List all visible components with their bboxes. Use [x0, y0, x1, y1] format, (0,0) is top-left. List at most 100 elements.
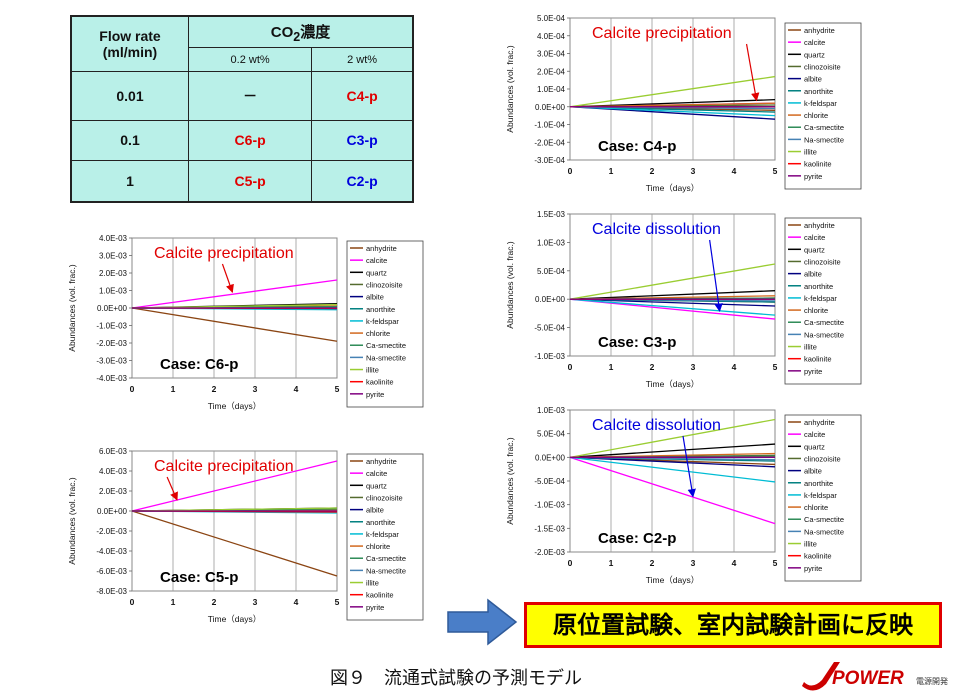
y-tick-label: 2.0E-03 — [99, 269, 128, 278]
y-tick-label: -2.0E-03 — [96, 527, 127, 536]
y-tick-label: -5.0E-04 — [534, 477, 565, 486]
y-axis-title: Abundances (vol. frac.) — [505, 45, 515, 133]
y-tick-label: -5.0E-04 — [534, 324, 565, 333]
legend-label: anorthite — [804, 87, 833, 96]
x-tick-label: 1 — [171, 597, 176, 607]
legend-label: quartz — [804, 245, 825, 254]
legend-label: k-feldspar — [804, 294, 837, 303]
legend-label: pyrite — [366, 390, 384, 399]
x-tick-label: 3 — [691, 362, 696, 372]
table-row: 0.1 C6-p C3-p — [70, 119, 414, 162]
y-tick-label: 5.0E-04 — [537, 14, 566, 23]
y-tick-label: 4.0E-04 — [537, 32, 566, 41]
logo-small-text: 電源開発 — [916, 677, 948, 686]
y-tick-label: 3.0E-03 — [99, 252, 128, 261]
y-tick-label: 0.0E+00 — [535, 295, 566, 304]
y-tick-label: 4.0E-03 — [99, 234, 128, 243]
legend-label: quartz — [804, 442, 825, 451]
legend-box — [346, 240, 424, 408]
x-axis-title: Time（days） — [646, 575, 700, 585]
legend-label: clinozoisite — [804, 257, 841, 266]
col-header-low: 0.2 wt% — [187, 47, 313, 72]
legend-label: Na-smectite — [366, 566, 406, 575]
x-tick-label: 0 — [568, 362, 573, 372]
legend-label: k-feldspar — [804, 99, 837, 108]
legend-label: Ca-smectite — [804, 515, 844, 524]
legend-label: albite — [366, 506, 384, 515]
case-cell: C5-p — [187, 160, 313, 203]
y-tick-label: 6.0E-03 — [99, 447, 128, 456]
x-tick-label: 5 — [773, 558, 778, 568]
x-tick-label: 5 — [773, 166, 778, 176]
legend-label: calcite — [804, 38, 825, 47]
legend-label: clinozoisite — [804, 62, 841, 71]
x-tick-label: 1 — [609, 362, 614, 372]
series-line-quartz — [569, 290, 776, 300]
y-tick-label: 5.0E-04 — [537, 267, 566, 276]
y-tick-label: 0.0E+00 — [535, 103, 566, 112]
legend-label: k-feldspar — [366, 530, 399, 539]
legend-box — [784, 22, 862, 190]
x-tick-label: 0 — [568, 166, 573, 176]
annotation-arrow — [709, 239, 723, 312]
co2-suffix: 濃度 — [300, 23, 331, 41]
y-tick-label: 5.0E-04 — [537, 430, 566, 439]
annotation-label: Calcite dissolution — [592, 221, 721, 238]
case-label: Case: C5-p — [160, 569, 238, 586]
y-tick-label: 1.5E-03 — [537, 210, 566, 219]
x-tick-label: 5 — [773, 362, 778, 372]
series-line-k-feldspar — [569, 456, 776, 483]
y-tick-label: 0.0E+00 — [97, 304, 128, 313]
y-tick-label: 3.0E-04 — [537, 50, 566, 59]
x-tick-label: 3 — [253, 384, 258, 394]
case-label: Case: C2-p — [598, 530, 676, 547]
legend-label: chlorite — [804, 111, 828, 120]
legend-box — [784, 217, 862, 385]
rate-cell: 0.01 — [70, 71, 189, 121]
legend-label: quartz — [366, 481, 387, 490]
legend-label: Na-smectite — [366, 353, 406, 362]
y-tick-label: -1.0E-03 — [96, 322, 127, 331]
y-axis-title: Abundances (vol. frac.) — [67, 477, 77, 565]
legend-label: albite — [804, 467, 822, 476]
x-tick-label: 2 — [650, 362, 655, 372]
rate-cell: 1 — [70, 160, 189, 203]
series-line-calcite — [569, 456, 776, 525]
legend-box — [346, 453, 424, 621]
legend-label: albite — [804, 75, 822, 84]
x-tick-label: 0 — [568, 558, 573, 568]
legend-label: clinozoisite — [366, 493, 403, 502]
y-tick-label: -3.0E-03 — [96, 357, 127, 366]
table-row: 1 C5-p C2-p — [70, 160, 414, 203]
legend-label: kaolinite — [804, 355, 832, 364]
x-tick-label: 2 — [212, 597, 217, 607]
x-tick-label: 4 — [732, 558, 737, 568]
y-tick-label: 2.0E-04 — [537, 67, 566, 76]
y-tick-label: -2.0E-03 — [96, 339, 127, 348]
x-tick-label: 3 — [691, 558, 696, 568]
co2-prefix: CO — [270, 23, 294, 41]
legend-label: anhydrite — [804, 418, 835, 427]
x-axis-title: Time（days） — [646, 183, 700, 193]
annotation-arrow — [166, 476, 178, 501]
legend-label: quartz — [804, 50, 825, 59]
right-arrow-shape — [447, 598, 518, 646]
series-line-k-feldspar — [569, 106, 776, 117]
legend-label: chlorite — [366, 329, 390, 338]
legend-label: Na-smectite — [804, 527, 844, 536]
plan-reflection-box: 原位置試験、室内試験計画に反映 — [524, 602, 942, 648]
j-power-logo-mark — [802, 662, 840, 691]
x-tick-label: 5 — [335, 597, 340, 607]
legend-label: calcite — [366, 256, 387, 265]
x-tick-label: 1 — [609, 558, 614, 568]
x-tick-label: 4 — [294, 384, 299, 394]
legend-label: calcite — [366, 469, 387, 478]
plot-area — [131, 450, 338, 592]
x-tick-label: 5 — [335, 384, 340, 394]
legend-label: anhydrite — [804, 221, 835, 230]
